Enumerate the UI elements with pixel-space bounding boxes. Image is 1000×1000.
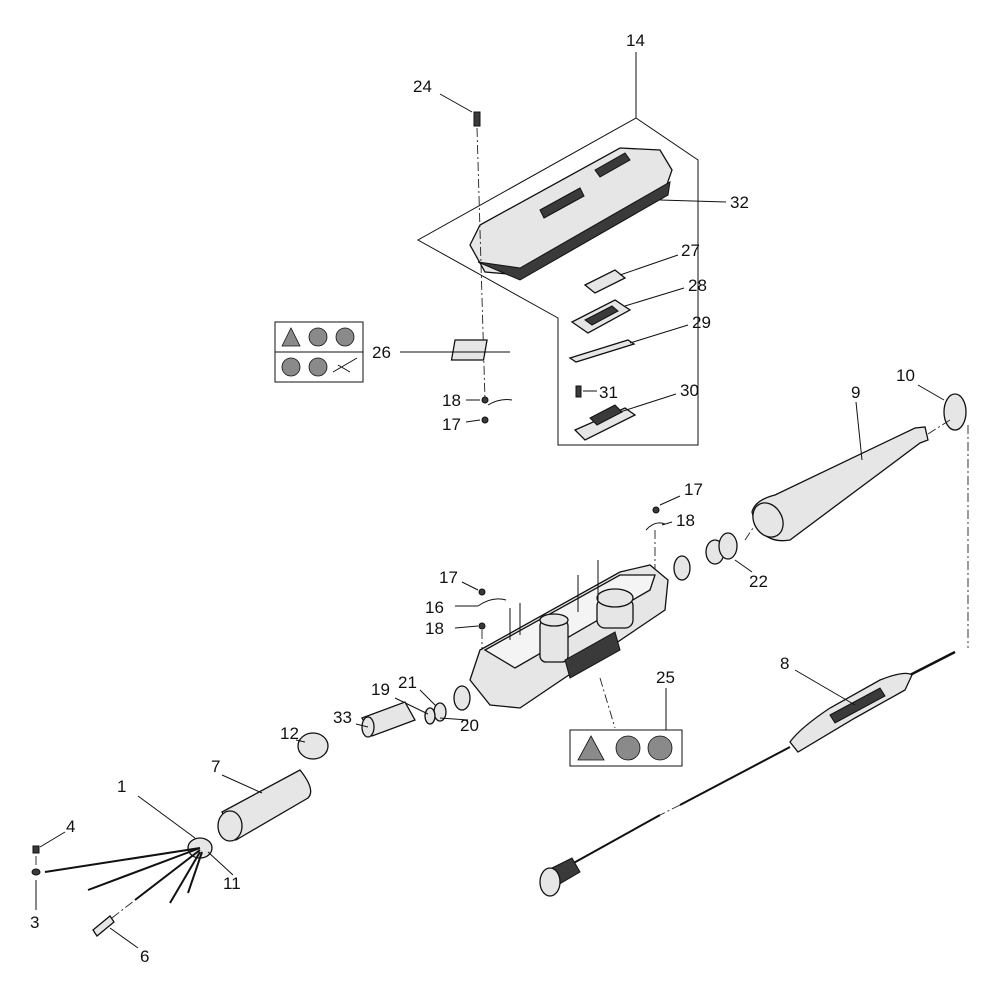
lower-housing-part <box>469 560 669 709</box>
callout-7: 7 <box>211 757 220 776</box>
screw-24 <box>473 111 481 127</box>
callout-22: 22 <box>749 572 768 591</box>
callout-26: 26 <box>372 343 391 362</box>
ring-10 <box>943 393 967 431</box>
callout-14: 14 <box>626 31 645 50</box>
vibrator-use-icon <box>332 357 358 373</box>
vibrator-cable-8 <box>539 650 956 897</box>
callout-18: 18 <box>425 619 444 638</box>
callout-1: 1 <box>117 777 126 796</box>
callout-24: 24 <box>413 77 432 96</box>
callout-31: 31 <box>599 383 618 402</box>
leader-32 <box>659 199 727 203</box>
callout-18: 18 <box>676 511 695 530</box>
callout-25: 25 <box>656 668 675 687</box>
sticker-26 <box>450 339 488 361</box>
callout-33: 33 <box>333 708 352 727</box>
part-3 <box>31 868 41 876</box>
tube-7 <box>221 769 312 841</box>
callout-29: 29 <box>692 313 711 332</box>
warning-label-25 <box>569 729 683 767</box>
callout-6: 6 <box>140 947 149 966</box>
warning-label-26 <box>274 321 364 383</box>
part-29 <box>568 339 636 363</box>
part-27 <box>583 269 627 294</box>
callout-21: 21 <box>398 673 417 692</box>
callout-20: 20 <box>460 716 479 735</box>
hearing-protection-icon <box>647 735 673 761</box>
ring-12 <box>297 732 329 760</box>
assembly-14-outline <box>416 117 699 446</box>
part-4 <box>32 845 40 854</box>
upper-housing-part <box>469 147 673 281</box>
callout-16: 16 <box>425 598 444 617</box>
callout-17: 17 <box>684 480 703 499</box>
callout-28: 28 <box>688 276 707 295</box>
screw-31 <box>575 385 582 398</box>
callout-27: 27 <box>681 241 700 260</box>
read-manual-icon <box>335 327 355 347</box>
cable-gland-22 <box>673 532 738 581</box>
callout-11: 11 <box>223 874 241 893</box>
electric-warning-icon <box>577 735 605 761</box>
unplug-icon <box>281 357 301 377</box>
callout-30: 30 <box>680 381 699 400</box>
callout-4: 4 <box>66 817 75 836</box>
callout-32: 32 <box>730 193 749 212</box>
callout-19: 19 <box>371 680 390 699</box>
part-6 <box>92 915 115 937</box>
callout-12: 12 <box>280 724 299 743</box>
callout-9: 9 <box>851 383 860 402</box>
callout-3: 3 <box>30 913 39 932</box>
callout-17: 17 <box>442 415 461 434</box>
callout-10: 10 <box>896 366 915 385</box>
callout-17: 17 <box>439 568 458 587</box>
no-water-icon <box>615 735 641 761</box>
hearing-protection-icon <box>308 357 328 377</box>
callout-18: 18 <box>442 391 461 410</box>
cable-gland-21 <box>453 685 471 711</box>
no-water-icon <box>308 327 328 347</box>
electric-warning-icon <box>281 327 301 347</box>
callout-8: 8 <box>780 654 789 673</box>
